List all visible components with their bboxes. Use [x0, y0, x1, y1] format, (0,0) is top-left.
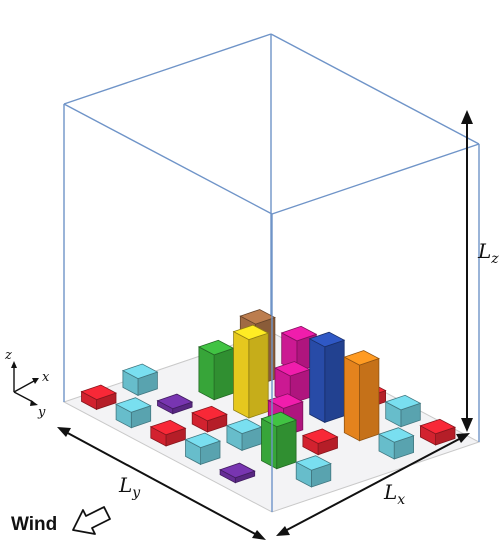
building-blocks [80, 309, 457, 488]
block-face-side [233, 330, 250, 419]
block-yellow [232, 324, 270, 419]
block-green [197, 339, 235, 401]
block-face-top [343, 350, 380, 366]
block-cyan [184, 432, 222, 466]
lz-label: Lz [477, 239, 499, 267]
block-red [419, 418, 457, 446]
block-face-top [239, 309, 276, 325]
block-face-top [377, 427, 415, 443]
block-face-side [261, 418, 278, 470]
wind-indicator: Wind [11, 506, 111, 535]
axis-x-head [32, 378, 39, 384]
block-face-side [198, 346, 215, 401]
block-face-top [80, 384, 118, 401]
block-purple [219, 462, 256, 484]
block-cyan [295, 455, 332, 488]
block-cyan [384, 394, 422, 428]
block-face-top [308, 331, 346, 348]
block-face-top [384, 394, 422, 411]
block-face-top [419, 418, 457, 435]
block-face-top [219, 462, 256, 479]
block-red [149, 419, 187, 447]
block-cyan [121, 363, 159, 397]
lx-dimension: Lx [276, 433, 470, 536]
ly-dimension: Ly [57, 427, 266, 540]
lx-label: Lx [383, 480, 405, 508]
block-face-top [191, 405, 228, 422]
block-purple [156, 393, 194, 415]
wind-arrow-icon [72, 506, 111, 535]
block-face-front [324, 339, 345, 423]
block-face-front [276, 419, 297, 470]
block-face-top [184, 432, 222, 449]
lz-arrow-head-top [461, 110, 473, 124]
block-face-top [280, 325, 318, 342]
block-face-front [213, 347, 234, 401]
ly-label: Ly [118, 473, 141, 501]
block-red [80, 384, 118, 411]
block-green [260, 411, 298, 470]
block-face-front [248, 332, 269, 419]
block-red [191, 405, 228, 433]
coordinate-axes: z x y [4, 348, 50, 420]
axis-x-line [13, 380, 35, 393]
box-edge-top-front-left [63, 103, 273, 215]
block-magenta [273, 361, 311, 405]
block-cyan [377, 427, 415, 460]
lz-arrow-head-bottom [461, 418, 473, 432]
axis-y-head [30, 400, 38, 406]
block-face-side [343, 356, 360, 442]
block-face-top [115, 397, 152, 413]
box-edge-top-back-right [270, 33, 480, 145]
block-face-top [156, 393, 194, 410]
box-edge-top-front-right [271, 143, 480, 215]
block-face-top [121, 363, 159, 380]
axis-z-head [11, 361, 17, 368]
block-cyan [115, 397, 152, 429]
axis-z-label: z [4, 348, 12, 363]
block-face-top [301, 428, 339, 444]
block-orange [343, 350, 380, 442]
axis-y-label: y [37, 405, 46, 420]
lx-arrow-head-right [456, 433, 470, 443]
axis-y-line [13, 391, 34, 403]
block-red [301, 428, 339, 456]
box-edge-top-back-left [63, 33, 272, 105]
block-face-top [232, 324, 270, 341]
lx-arrow-line [282, 436, 464, 533]
domain-box-front-edges [63, 33, 480, 512]
lx-arrow-head-left [276, 526, 290, 536]
block-face-top [267, 393, 304, 409]
block-face-front [359, 357, 380, 442]
domain-box-back-edges [63, 34, 272, 402]
ly-arrow-head-right [252, 530, 266, 540]
block-face-side [309, 338, 326, 424]
ly-arrow-head-left [57, 427, 71, 437]
axis-x-label: x [42, 370, 50, 385]
block-blue [308, 331, 346, 424]
wind-label: Wind [11, 514, 57, 535]
lz-dimension: Lz [461, 110, 499, 432]
ly-arrow-line [63, 430, 260, 537]
block-face-top [149, 419, 187, 436]
block-face-top [295, 455, 332, 471]
